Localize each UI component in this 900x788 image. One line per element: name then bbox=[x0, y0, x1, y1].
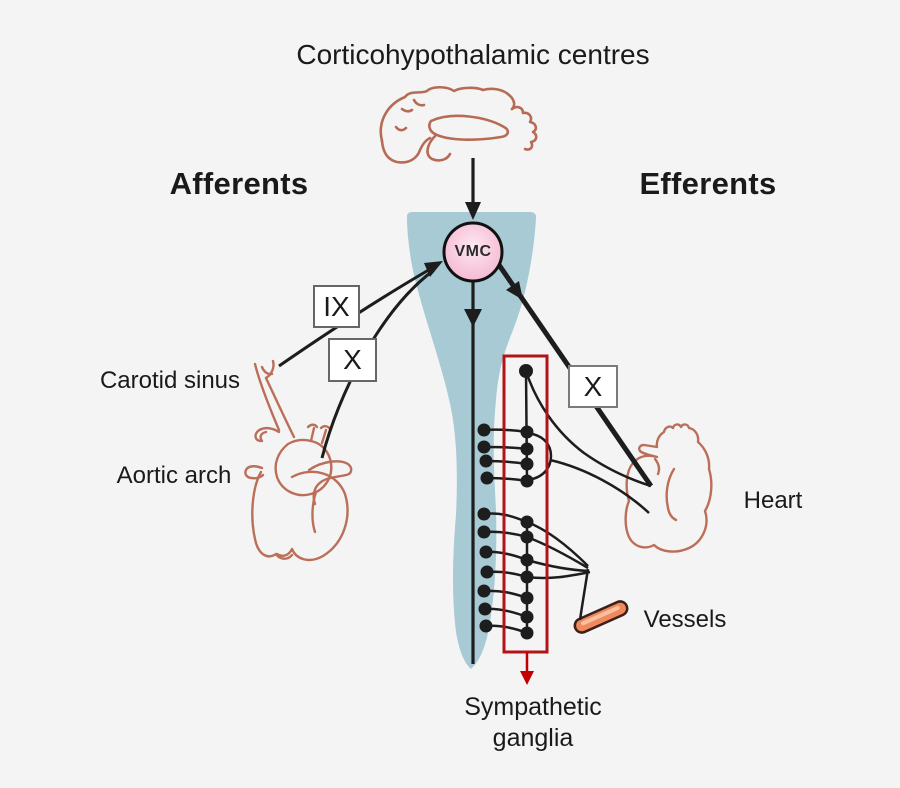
sympathetic-chain-lines bbox=[483, 370, 652, 635]
vessel-drawing bbox=[573, 600, 629, 634]
nerve-box-x-efferent: X bbox=[568, 365, 618, 408]
arrowhead-descending bbox=[464, 309, 482, 327]
aortic-arch-label: Aortic arch bbox=[116, 462, 232, 489]
sympathetic-ganglia-label-line1: Sympathetic bbox=[464, 693, 602, 721]
carotid-aorta-heart-drawing bbox=[244, 359, 353, 562]
sympathetic-ganglia-label: Sympathetic ganglia bbox=[433, 692, 633, 754]
vmc-node bbox=[442, 221, 504, 283]
page-title: Corticohypothalamic centres bbox=[296, 39, 650, 70]
vessels-label: Vessels bbox=[643, 606, 727, 633]
afferent-arrowhead bbox=[424, 261, 443, 277]
heart-drawing bbox=[624, 423, 713, 553]
arrowhead-into-vmc bbox=[465, 202, 481, 220]
sympathetic-pointer-arrowhead bbox=[520, 671, 534, 685]
nerve-box-ix-afferent: IX bbox=[313, 285, 360, 328]
nerve-box-x-afferent: X bbox=[328, 338, 377, 382]
vmc-label: VMC bbox=[454, 243, 492, 260]
heart-label: Heart bbox=[743, 487, 803, 514]
sympathetic-ganglia-dots bbox=[477, 364, 534, 640]
sympathetic-ganglia-label-line2: ganglia bbox=[492, 724, 574, 752]
afferents-heading: Afferents bbox=[169, 166, 309, 201]
brain-icon bbox=[379, 85, 538, 164]
efferent-arrowhead bbox=[506, 281, 523, 300]
efferents-heading: Efferents bbox=[639, 166, 777, 201]
sympathetic-ganglia-highlight-box bbox=[502, 354, 549, 654]
carotid-sinus-label: Carotid sinus bbox=[99, 367, 241, 394]
